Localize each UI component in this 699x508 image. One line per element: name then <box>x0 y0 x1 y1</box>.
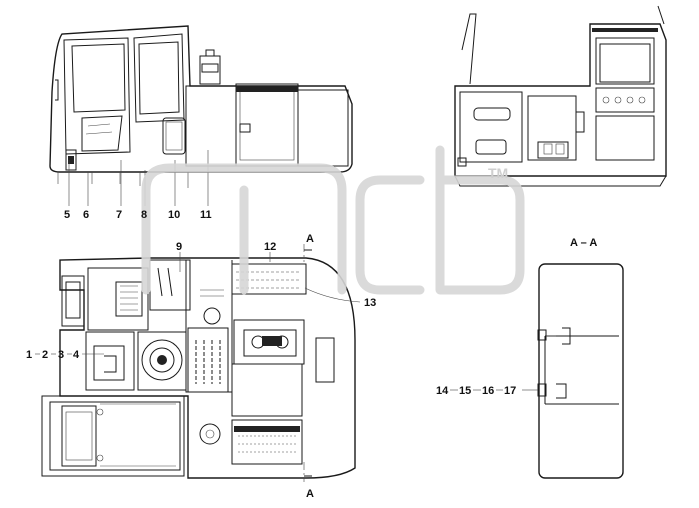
callout-10: 10 <box>168 209 180 221</box>
callout-4: 4 <box>73 349 80 361</box>
callout-17: 17 <box>504 385 516 397</box>
side-view-leaders <box>68 150 209 206</box>
callout-16: 16 <box>482 385 494 397</box>
callout-7: 7 <box>116 209 122 221</box>
callout-9: 9 <box>176 241 182 253</box>
callout-14: 14 <box>436 385 449 397</box>
watermark-logo <box>141 145 525 295</box>
callout-5: 5 <box>64 209 70 221</box>
section-mark-bottom: A <box>306 488 314 500</box>
front-view <box>454 5 667 187</box>
callout-3: 3 <box>58 349 64 361</box>
section-mark-top: A <box>306 233 314 245</box>
top-view-leaders <box>82 252 361 355</box>
callout-12: 12 <box>264 241 276 253</box>
section-title: A – A <box>570 237 597 249</box>
callout-8: 8 <box>141 209 147 221</box>
callout-labels: 5 6 7 8 10 11 9 12 13 1 2 3 4 14 15 16 1… <box>26 209 516 397</box>
section-view <box>522 263 624 479</box>
side-view <box>49 25 353 188</box>
callout-6: 6 <box>83 209 89 221</box>
top-view <box>41 257 356 479</box>
callout-2: 2 <box>42 349 48 361</box>
watermark-tm: TM <box>488 165 508 181</box>
callout-11: 11 <box>200 209 212 221</box>
callout-15: 15 <box>459 385 471 397</box>
callout-1: 1 <box>26 349 32 361</box>
section-line <box>303 244 312 482</box>
callout-13: 13 <box>364 297 376 309</box>
